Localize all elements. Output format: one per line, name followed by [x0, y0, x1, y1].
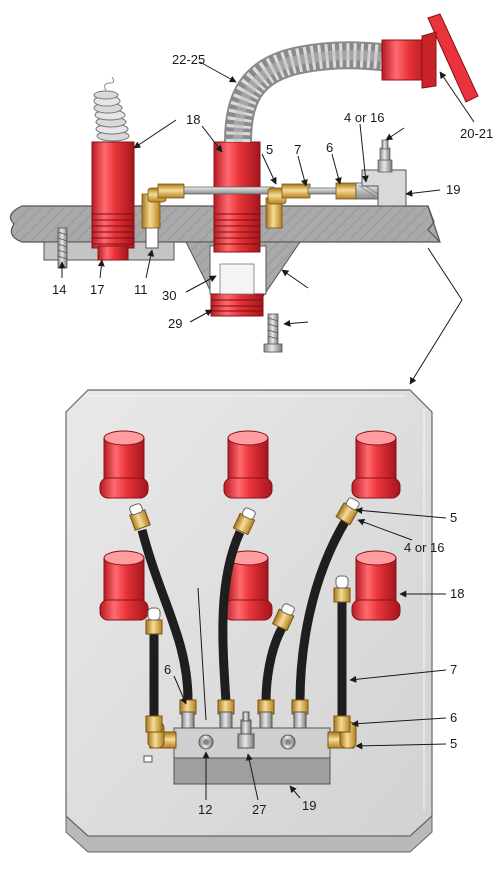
label-6-left: 6: [164, 662, 171, 677]
label-27: 27: [252, 802, 266, 817]
label-17: 17: [90, 282, 104, 297]
brass-elbow-left: [141, 183, 185, 229]
fitting-4-or-16: [355, 182, 379, 200]
label-5-top: 5: [266, 142, 273, 157]
manifold-block-19: [361, 169, 407, 207]
brass-nut-6: [335, 182, 357, 200]
label-19-bottom: 19: [302, 798, 316, 813]
hose-fittings: [129, 497, 360, 733]
label-7-top: 7: [294, 142, 301, 157]
red-cup-3: [351, 430, 401, 499]
plug-11: [145, 225, 159, 249]
loose-screw: [263, 313, 283, 353]
plan-view: 5 4 or 16 18 6 7 6 5 12 27 19: [65, 389, 464, 853]
red-cup-1: [99, 430, 149, 499]
red-tube-center: [210, 141, 264, 317]
label-19-top: 19: [446, 182, 460, 197]
hose-3: [218, 530, 245, 703]
flexible-conduit: [224, 41, 394, 143]
label-7-right: 7: [450, 662, 457, 677]
brass-elbow-right-plan: [327, 721, 357, 749]
red-tube-left: [91, 141, 135, 261]
label-5-right-1: 5: [450, 510, 457, 525]
red-connector: [381, 13, 479, 103]
label-4-or-16-right: 4 or 16: [404, 540, 444, 555]
label-18-top: 18: [186, 112, 200, 127]
hoses: [137, 517, 350, 718]
label-6-right: 6: [450, 710, 457, 725]
red-cup-4: [99, 550, 149, 621]
label-18-right: 18: [450, 586, 464, 601]
label-14: 14: [52, 282, 66, 297]
hose-2: [137, 528, 193, 701]
brass-elbow-middle: [265, 183, 311, 229]
red-cup-5: [223, 550, 273, 621]
label-29: 29: [168, 316, 182, 331]
label-22-25: 22-25: [172, 52, 205, 67]
quick-connect-top: [377, 139, 393, 173]
red-cup-2: [223, 430, 273, 499]
label-12: 12: [198, 802, 212, 817]
label-6-top: 6: [326, 140, 333, 155]
label-5-right-2: 5: [450, 736, 457, 751]
label-11: 11: [134, 282, 148, 297]
section-view: 22-25 20-21 18 4 or 16 5 7 6 19 14 17 11…: [9, 13, 493, 385]
steel-tube: [183, 186, 275, 195]
label-4-or-16-top: 4 or 16: [344, 110, 384, 125]
hose-4: [261, 625, 287, 703]
label-30: 30: [162, 288, 176, 303]
red-cup-6: [351, 550, 401, 621]
label-20-21: 20-21: [460, 126, 493, 141]
conduit-stub-left: [93, 76, 130, 144]
hose-5: [295, 517, 350, 703]
